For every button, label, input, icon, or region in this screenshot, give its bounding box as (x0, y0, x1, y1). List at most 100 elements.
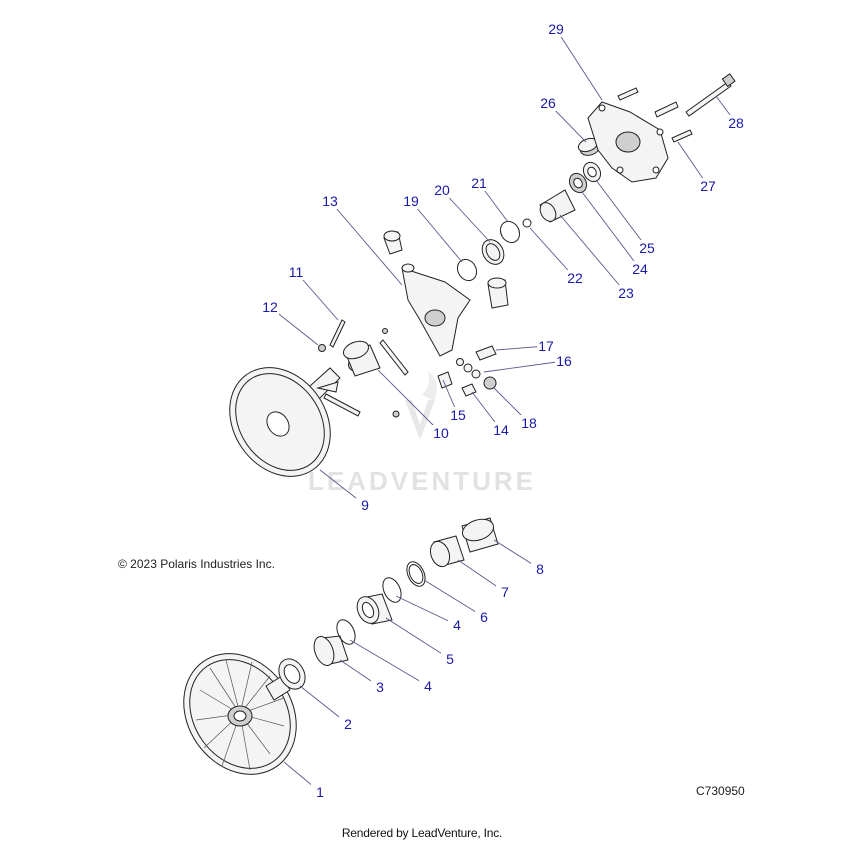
part-9-fixed-sheave[interactable] (209, 348, 351, 496)
part-10-bushing[interactable] (341, 338, 381, 377)
diagram-id: C730950 (696, 784, 745, 798)
callout-19[interactable]: 19 (403, 193, 419, 209)
callout-24[interactable]: 24 (632, 261, 648, 277)
part-pin-long[interactable] (323, 328, 409, 418)
leader-line-6 (423, 579, 485, 618)
part-4-ring-upper[interactable] (379, 575, 404, 605)
leader-line-24 (581, 191, 641, 270)
callout-20[interactable]: 20 (434, 182, 450, 198)
part-28-bolt[interactable] (685, 73, 736, 117)
callout-bg-16 (555, 353, 573, 369)
callout-bg-10 (432, 425, 450, 441)
callout-bg-3 (371, 679, 389, 695)
callout-11[interactable]: 11 (289, 264, 304, 280)
leader-line-4 (349, 639, 429, 687)
callout-5[interactable]: 5 (446, 651, 454, 667)
part-3-retainer[interactable] (310, 634, 349, 668)
part-11-pin[interactable] (329, 319, 346, 348)
callout-27[interactable]: 27 (700, 178, 716, 194)
callout-1[interactable]: 1 (316, 784, 324, 800)
part-21-ring[interactable] (497, 218, 524, 246)
leader-line-19 (410, 200, 463, 263)
leader-line-23 (559, 214, 627, 294)
callout-bg-8 (531, 561, 549, 577)
part-23-sleeve[interactable] (537, 189, 576, 224)
callout-26[interactable]: 26 (540, 95, 556, 111)
watermark-text: LEADVENTURE (308, 466, 536, 496)
part-19-oring[interactable] (454, 256, 481, 284)
callout-bg-22 (566, 270, 584, 286)
leader-line-20 (441, 189, 491, 243)
callout-bg-21 (470, 175, 488, 191)
leader-line-29 (555, 28, 603, 101)
callout-bg-4 (448, 617, 466, 633)
callout-bg-19 (402, 193, 420, 209)
leader-line-5 (385, 617, 451, 660)
part-13-spider[interactable] (383, 230, 471, 357)
part-4-ring-lower[interactable] (333, 617, 358, 647)
part-5-bearing[interactable] (353, 593, 393, 627)
part-8-bushing[interactable] (460, 516, 499, 553)
part-27-bolts[interactable] (617, 87, 693, 143)
callout-9[interactable]: 9 (361, 497, 369, 513)
callout-bg-18 (520, 415, 538, 431)
callout-25[interactable]: 25 (639, 240, 655, 256)
callout-bg-1 (311, 784, 329, 800)
callout-17[interactable]: 17 (538, 338, 554, 354)
callout-21[interactable]: 21 (471, 175, 487, 191)
part-17-pin[interactable] (475, 345, 497, 361)
watermark-logo (405, 371, 437, 440)
leader-line-22 (529, 227, 576, 279)
part-12-nut[interactable] (318, 344, 326, 352)
callout-6[interactable]: 6 (480, 609, 488, 625)
callout-4[interactable]: 4 (424, 678, 432, 694)
callout-10[interactable]: 10 (433, 425, 449, 441)
leader-line-25 (595, 179, 648, 249)
callout-29[interactable]: 29 (548, 21, 564, 37)
part-24-bearing[interactable] (566, 170, 590, 195)
callout-12[interactable]: 12 (262, 299, 278, 315)
part-25-seal[interactable] (580, 159, 604, 184)
callout-7[interactable]: 7 (501, 584, 509, 600)
callout-bg-7 (496, 584, 514, 600)
part-2-spring-ring[interactable] (274, 654, 311, 694)
callout-2[interactable]: 2 (344, 716, 352, 732)
callout-bg-24 (631, 261, 649, 277)
leader-line-16 (483, 360, 565, 373)
callout-8[interactable]: 8 (536, 561, 544, 577)
part-16-washers[interactable] (456, 358, 481, 379)
callout-bg-2 (339, 716, 357, 732)
part-20-bearing[interactable] (478, 236, 508, 269)
callout-3[interactable]: 3 (376, 679, 384, 695)
part-7-bushing[interactable] (427, 535, 465, 569)
callout-4[interactable]: 4 (453, 617, 461, 633)
leader-line-10 (377, 369, 442, 434)
copyright-notice: © 2023 Polaris Industries Inc. (118, 557, 275, 571)
part-6-ring[interactable] (403, 559, 428, 589)
part-29-cover[interactable] (587, 101, 669, 183)
callout-16[interactable]: 16 (556, 353, 572, 369)
part-roller[interactable] (487, 277, 509, 309)
callout-bg-29 (547, 21, 565, 37)
callout-18[interactable]: 18 (521, 415, 537, 431)
part-18-button[interactable] (483, 376, 497, 390)
callout-bg-27 (699, 178, 717, 194)
callout-23[interactable]: 23 (618, 285, 634, 301)
callout-bg-23 (617, 285, 635, 301)
leader-line-13 (329, 200, 403, 286)
callout-14[interactable]: 14 (493, 422, 509, 438)
callout-28[interactable]: 28 (728, 115, 744, 131)
callout-22[interactable]: 22 (567, 270, 583, 286)
callout-bg-6 (475, 609, 493, 625)
callout-bg-17 (537, 338, 555, 354)
callout-bg-13 (321, 193, 339, 209)
part-15-bushing[interactable] (437, 371, 453, 389)
part-22-oring[interactable] (522, 218, 532, 228)
callout-15[interactable]: 15 (450, 407, 466, 423)
callout-bg-26 (539, 95, 557, 111)
callout-13[interactable]: 13 (322, 193, 338, 209)
callout-bg-15 (449, 407, 467, 423)
part-1-movable-sheave[interactable] (161, 632, 320, 797)
